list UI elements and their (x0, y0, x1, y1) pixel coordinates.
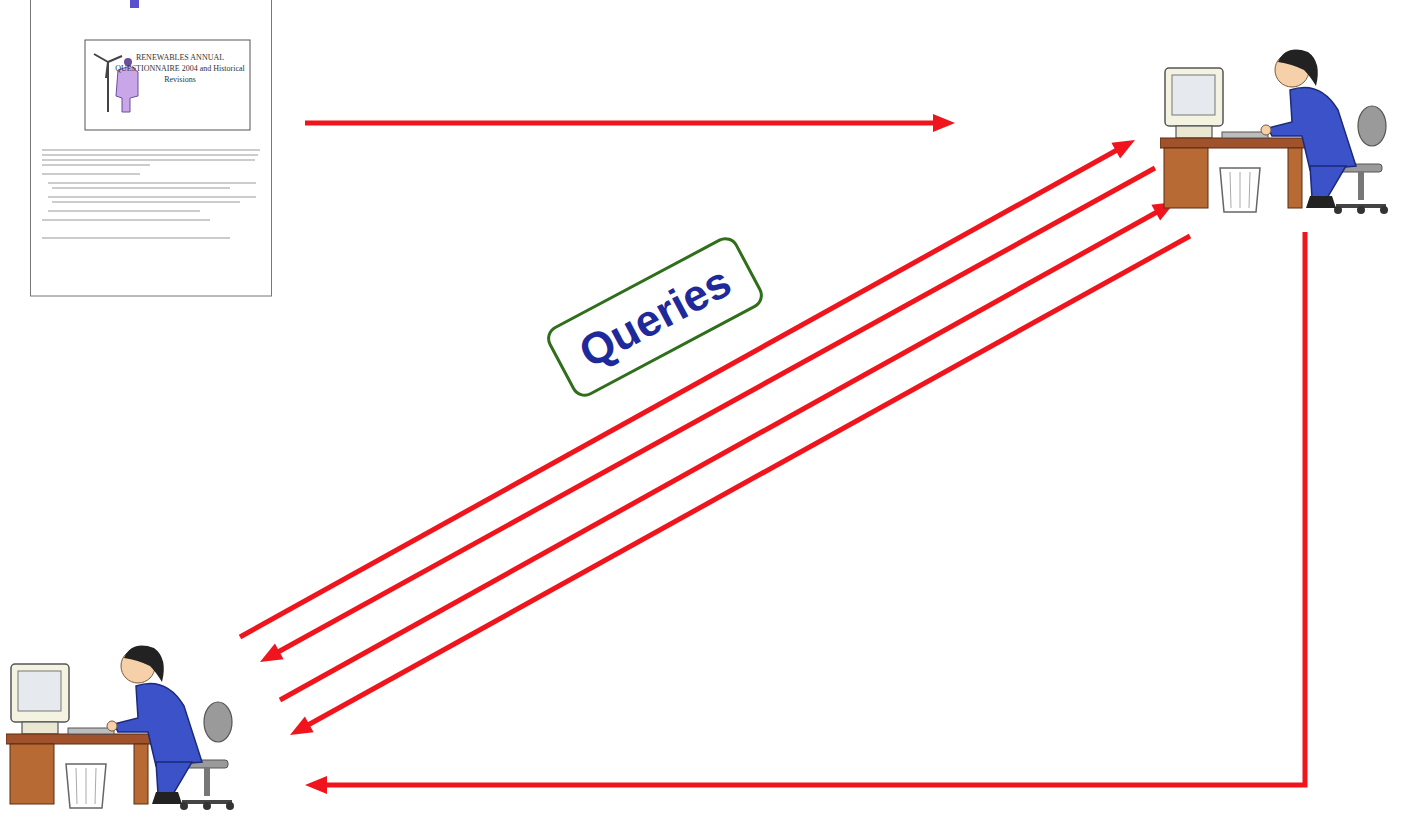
document-title: RENEWABLES ANNUAL QUESTIONNAIRE 2004 and… (108, 52, 252, 85)
arrow-head (933, 114, 955, 132)
questionnaire-document: RENEWABLES ANNUAL QUESTIONNAIRE 2004 and… (30, 0, 272, 296)
arrow-connector (240, 140, 1135, 637)
arrow-connector (280, 202, 1175, 700)
arrow-head (305, 776, 327, 794)
arrow-line (323, 232, 1305, 785)
document-illustration (30, 0, 273, 297)
person-node (5, 590, 305, 818)
arrow-connector (305, 114, 955, 132)
arrow-connector (305, 232, 1305, 794)
arrow-head (260, 643, 284, 662)
person-at-computer (6, 636, 268, 816)
arrow-line (276, 168, 1155, 653)
arrow-connector (260, 168, 1155, 662)
arrow-line (280, 211, 1159, 700)
person-node (1128, 40, 1426, 240)
arrow-head (290, 716, 314, 735)
arrow-line (240, 149, 1119, 637)
query-label: Queries (570, 256, 739, 379)
arrow-line (305, 121, 937, 126)
person-at-computer (1160, 40, 1422, 220)
arrow-head (1111, 140, 1135, 159)
queries-box: Queries (542, 232, 767, 401)
